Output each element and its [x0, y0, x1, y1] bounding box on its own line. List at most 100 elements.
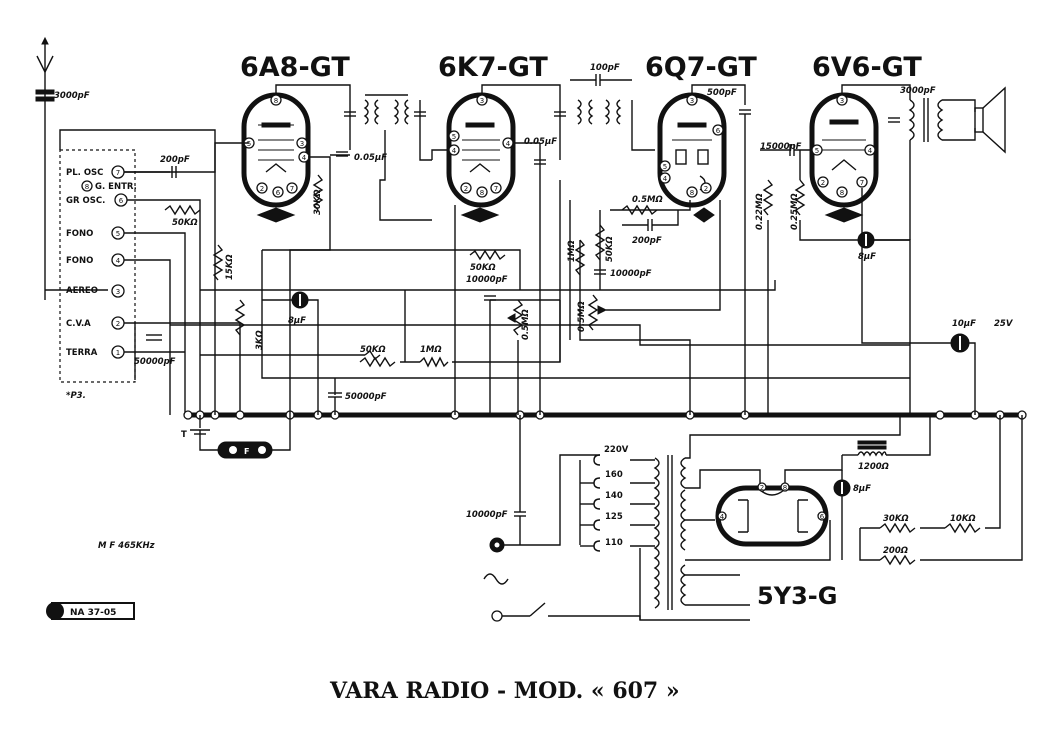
svg-text:4: 4 — [116, 257, 121, 265]
svg-text:FONO: FONO — [66, 256, 93, 266]
tube-label-6q7: 6Q7-GT — [645, 52, 757, 83]
svg-text:140: 140 — [605, 491, 623, 501]
terminal-aereo: AEREO 3 — [66, 284, 125, 298]
label-c-10uf: 10μF — [952, 319, 976, 329]
capacitor-10uf — [950, 333, 970, 353]
svg-text:C.V.A: C.V.A — [66, 319, 91, 329]
label-c-100p: 100pF — [590, 63, 620, 73]
svg-text:5: 5 — [116, 230, 120, 238]
label-r-50k-c: 50KΩ — [605, 236, 615, 262]
label-choke: 1200Ω — [858, 462, 889, 472]
tube-label-5y3: 5Y3-G — [757, 582, 837, 610]
svg-text:8: 8 — [690, 189, 694, 197]
output-transformer — [908, 98, 944, 142]
if-transformer-1 — [344, 94, 432, 221]
svg-text:8: 8 — [783, 484, 787, 492]
label-r-05m-a: 0.5MΩ — [632, 195, 663, 205]
svg-text:125: 125 — [605, 512, 623, 522]
svg-text:5: 5 — [663, 163, 667, 171]
label-p3: *P3. — [66, 391, 86, 401]
ac-symbol — [483, 573, 509, 585]
capacitor-8uf-b — [857, 231, 875, 249]
svg-text:220V: 220V — [604, 445, 629, 455]
label-c-50000a: 50000pF — [134, 357, 176, 367]
svg-text:PL. OSC: PL. OSC — [66, 168, 103, 178]
svg-text:3: 3 — [840, 97, 844, 105]
label-r-15k: 15KΩ — [225, 254, 235, 280]
svg-text:2: 2 — [260, 185, 264, 193]
tube-label-6a8: 6A8-GT — [240, 52, 350, 83]
mains-switch — [529, 602, 546, 617]
label-t: T — [181, 430, 187, 440]
label-mf: M F 465KHz — [98, 541, 155, 551]
label-c-50000b: 50000pF — [345, 392, 387, 402]
svg-text:2: 2 — [464, 185, 468, 193]
svg-text:NA 37-05: NA 37-05 — [70, 608, 116, 618]
svg-text:5: 5 — [247, 140, 251, 148]
svg-text:AEREO: AEREO — [66, 286, 98, 296]
speaker-icon — [974, 86, 1006, 154]
antenna-symbol — [35, 36, 55, 300]
terminal-g-entr: 8 G. ENTR. — [81, 180, 137, 192]
label-c-3000o: 3000pF — [900, 86, 936, 96]
svg-text:160: 160 — [605, 470, 623, 480]
label-r-50k-d: 50KΩ — [360, 345, 386, 355]
svg-text:6: 6 — [119, 197, 124, 205]
filter-choke — [857, 440, 887, 457]
label-r-1m-a: 1MΩ — [567, 240, 577, 262]
svg-text:3: 3 — [300, 140, 304, 148]
svg-text:TERRA: TERRA — [66, 348, 98, 358]
label-r-05m-b: 0.5MΩ — [577, 301, 587, 332]
label-c-8uf-a: 8μF — [853, 484, 871, 494]
svg-text:110: 110 — [605, 538, 623, 548]
svg-text:5: 5 — [452, 133, 456, 141]
label-r-200: 200Ω — [883, 546, 908, 556]
tube-6k7: 3 5 4 4 2 8 7 — [446, 92, 516, 223]
power-transformer — [653, 455, 687, 610]
label-r-50k-a: 50KΩ — [172, 218, 198, 228]
label-c-10000a: 10000pF — [466, 275, 508, 285]
terminal-fono-4: FONO 4 — [66, 253, 125, 267]
label-c-15000: 15000pF — [760, 142, 802, 152]
label-r-30k-p: 30KΩ — [883, 514, 909, 524]
label-r-1m-b: 1MΩ — [420, 345, 442, 355]
svg-text:2: 2 — [704, 185, 708, 193]
svg-text:1: 1 — [116, 349, 120, 357]
label-c-ant: 3000pF — [54, 91, 90, 101]
svg-text:7: 7 — [860, 179, 864, 187]
terminal-gr-osc: GR OSC. 6 — [66, 193, 128, 207]
terminal-cva: C.V.A 2 — [66, 316, 125, 330]
page-title: VARA RADIO - MOD. « 607 » — [329, 678, 680, 704]
svg-text:7: 7 — [494, 185, 498, 193]
terminal-pl-osc: PL. OSC 7 — [66, 165, 125, 179]
terminal-terra: TERRA 1 — [66, 345, 125, 359]
label-r-3k: 3KΩ — [255, 330, 265, 350]
svg-text:4: 4 — [506, 140, 511, 148]
svg-text:4: 4 — [663, 175, 668, 183]
label-c-005a: 0.05μF — [354, 153, 387, 163]
svg-text:4: 4 — [452, 147, 457, 155]
svg-text:6: 6 — [820, 513, 825, 521]
label-c-200: 200pF — [160, 155, 190, 165]
label-c-500p: 500pF — [707, 88, 737, 98]
label-c-8uf-c: 8μF — [288, 316, 306, 326]
tube-5y3: 2 8 4 6 — [715, 482, 829, 547]
svg-text:2: 2 — [116, 320, 120, 328]
tube-6v6: 3 5 4 2 8 7 — [809, 92, 879, 223]
tube-6q7: 3 5 4 6 8 2 — [657, 92, 727, 223]
mains-terminal-2 — [491, 610, 503, 622]
svg-text:8: 8 — [480, 189, 484, 197]
svg-text:4: 4 — [720, 513, 725, 521]
svg-text:GR OSC.: GR OSC. — [66, 196, 105, 206]
capacitor-8uf-c — [291, 291, 309, 309]
svg-text:5: 5 — [815, 147, 819, 155]
terminal-fono-5: FONO 5 — [66, 226, 125, 240]
label-c-10000b: 10000pF — [610, 269, 652, 279]
stamp-mark: NA 37-05 — [46, 602, 135, 620]
svg-text:3: 3 — [116, 288, 120, 296]
voltage-selector: 220V 160 140 125 110 — [579, 445, 629, 552]
label-r-10k-p: 10KΩ — [950, 514, 976, 524]
label-r-50k-b: 50KΩ — [470, 263, 496, 273]
label-r-022: 0.22MΩ — [755, 193, 765, 230]
